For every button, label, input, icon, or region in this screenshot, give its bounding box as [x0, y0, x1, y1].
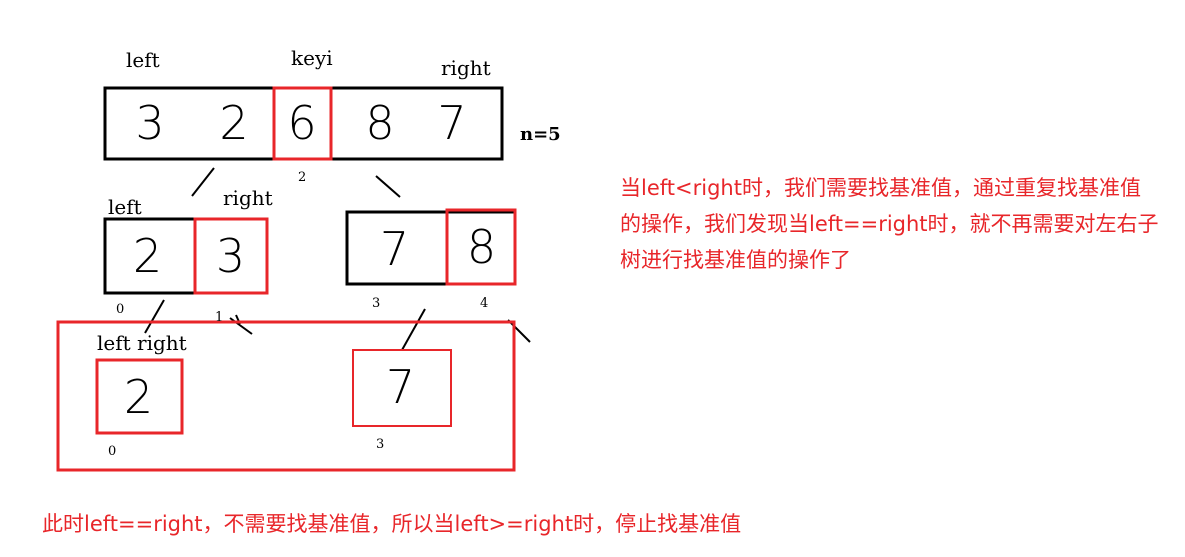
bottom-right-box: [352, 349, 452, 427]
top-digit-4: 7: [437, 96, 467, 150]
mid-right-index-0: 3: [372, 296, 381, 311]
mid-left-index-0: 0: [116, 302, 125, 317]
top-digit-3: 8: [365, 96, 395, 150]
mid-left-index-1: 1: [215, 310, 224, 325]
top-right-label: right: [441, 56, 491, 80]
top-left-label: left: [126, 48, 160, 72]
mid-right-index-1: 4: [480, 296, 489, 311]
bottom-right-digit: 7: [385, 360, 416, 414]
n-note: n=5: [520, 124, 561, 145]
mid-right-digit-0: 7: [379, 222, 410, 276]
bottom-label: left right: [97, 331, 187, 355]
top-digit-1: 2: [219, 96, 249, 150]
key-index: 2: [298, 170, 307, 185]
key-highlight-box: [272, 86, 333, 161]
bottom-left-digit: 2: [123, 370, 154, 424]
branch-mid-right-a: [401, 308, 426, 351]
mid-left-highlight-box: [193, 217, 269, 295]
top-digit-2: 6: [287, 96, 317, 150]
mid-right-digit-1: 8: [466, 220, 497, 274]
top-key-label: keyi: [291, 46, 333, 70]
branch-mid-left-a: [144, 299, 165, 334]
mid-left-digit-0: 2: [132, 229, 163, 283]
mid-left-digit-1: 3: [215, 229, 246, 283]
mid-right-highlight-box: [445, 208, 517, 286]
mid-left-label: left: [108, 195, 142, 219]
branch-mid-left-b: [229, 317, 253, 335]
bottom-left-index: 0: [108, 444, 117, 459]
side-note: 当left<right时，我们需要找基准值，通过重复找基准值的操作，我们发现当l…: [620, 176, 1159, 272]
bottom-group-box: [56, 320, 516, 472]
top-digit-0: 3: [135, 96, 165, 150]
bottom-right-index: 3: [376, 437, 385, 452]
branch-mid-right-b: [507, 319, 531, 343]
mid-right-label: right: [223, 186, 273, 210]
bottom-left-box: [95, 358, 184, 435]
bottom-note: 此时left==right，不需要找基准值，所以当left>=right时，停止…: [42, 512, 742, 536]
branch-right: [375, 175, 401, 198]
branch-left: [191, 167, 215, 197]
